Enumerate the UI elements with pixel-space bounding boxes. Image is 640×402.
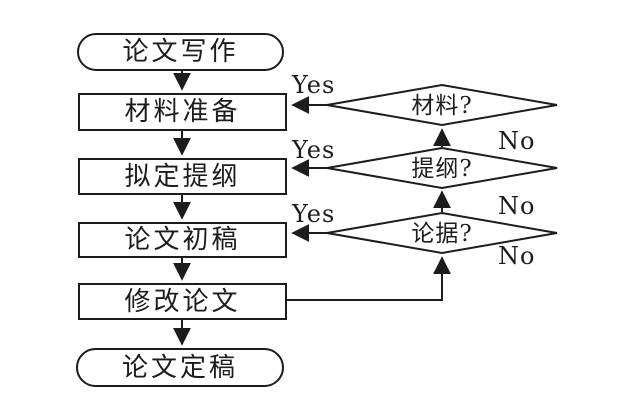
edge-label-no-evidence: No bbox=[498, 242, 536, 270]
edge-label-no-material: No bbox=[498, 127, 536, 155]
node-start-label: 论文写作 bbox=[122, 37, 239, 67]
node-prepare: 材料准备 bbox=[78, 93, 287, 131]
edge-label-yes-material: Yes bbox=[292, 71, 336, 99]
decision-diamond-evidence bbox=[326, 211, 558, 255]
decision-diamond-material bbox=[326, 83, 558, 127]
node-draft: 论文初稿 bbox=[78, 222, 287, 258]
node-prepare-label: 材料准备 bbox=[124, 97, 241, 127]
node-start: 论文写作 bbox=[77, 33, 284, 71]
decision-outline-label: 提纲? bbox=[411, 156, 473, 182]
node-outline-label: 拟定提纲 bbox=[124, 161, 241, 192]
node-draft-label: 论文初稿 bbox=[124, 225, 241, 255]
decision-material-label: 材料? bbox=[411, 93, 473, 119]
edge-label-yes-evidence: Yes bbox=[292, 200, 336, 228]
node-final-label: 论文定稿 bbox=[121, 352, 238, 383]
edge-label-no-outline: No bbox=[498, 192, 536, 220]
node-revise-label: 修改论文 bbox=[124, 286, 241, 317]
decision-evidence-label: 论据? bbox=[411, 221, 473, 247]
decision-diamond-outline bbox=[326, 146, 558, 190]
node-final: 论文定稿 bbox=[76, 348, 284, 387]
node-outline: 拟定提纲 bbox=[78, 158, 287, 195]
edge-label-yes-outline: Yes bbox=[292, 136, 336, 164]
node-revise: 修改论文 bbox=[78, 283, 287, 320]
arrow-revise-to-evidence bbox=[287, 256, 451, 301]
